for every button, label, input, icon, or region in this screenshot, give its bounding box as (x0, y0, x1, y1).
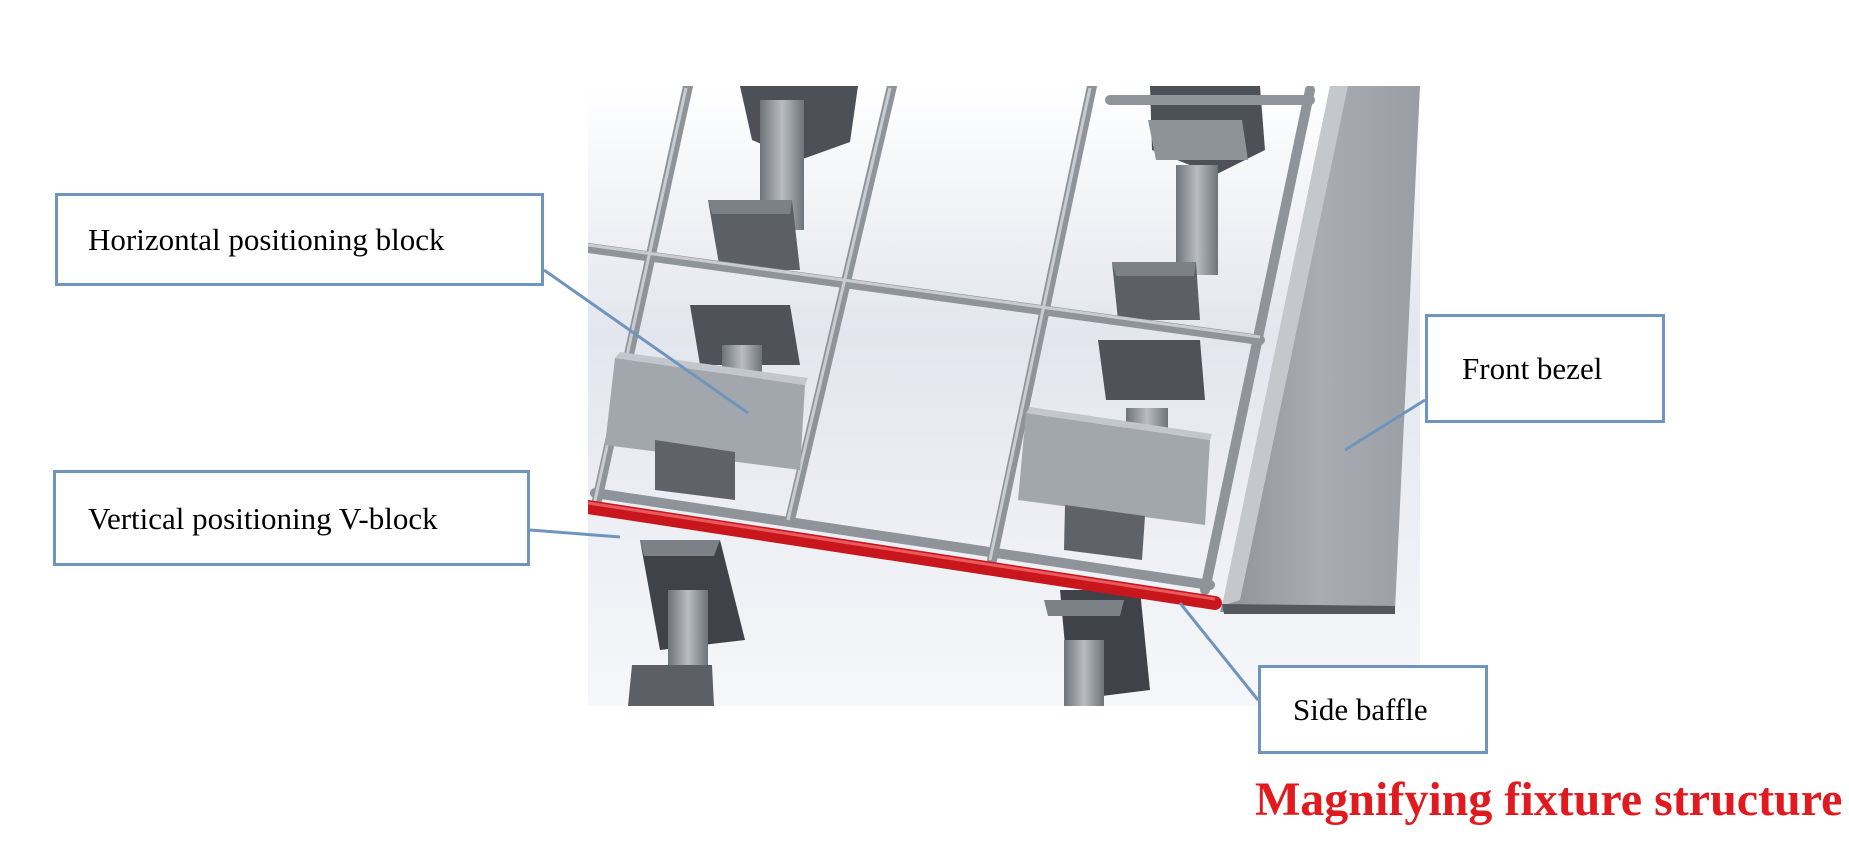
label-horizontal-positioning-block: Horizontal positioning block (88, 222, 445, 257)
leader-front-bezel (1344, 398, 1426, 452)
leader-side-baffle (1178, 602, 1260, 701)
callout-side-baffle: Side baffle (1258, 665, 1488, 754)
side-baffle-rod (588, 500, 1222, 610)
leader-vertical-vblock (529, 528, 621, 539)
cad-render (588, 86, 1420, 706)
leader-lines (529, 268, 1426, 701)
callout-vertical-positioning-v-block: Vertical positioning V-block (53, 470, 530, 566)
horizontal-positioning-blocks (605, 352, 1212, 560)
figure-caption: Magnifying fixture structure (1255, 773, 1843, 826)
left-guide-column (628, 86, 858, 706)
label-side-baffle: Side baffle (1293, 692, 1428, 727)
leader-horizontal-block (543, 268, 749, 415)
label-front-bezel: Front bezel (1462, 351, 1603, 386)
front-bezel-plate (1220, 86, 1420, 612)
label-vertical-positioning-v-block: Vertical positioning V-block (88, 500, 438, 536)
callout-horizontal-positioning-block: Horizontal positioning block (55, 193, 544, 286)
callout-front-bezel: Front bezel (1425, 314, 1665, 423)
